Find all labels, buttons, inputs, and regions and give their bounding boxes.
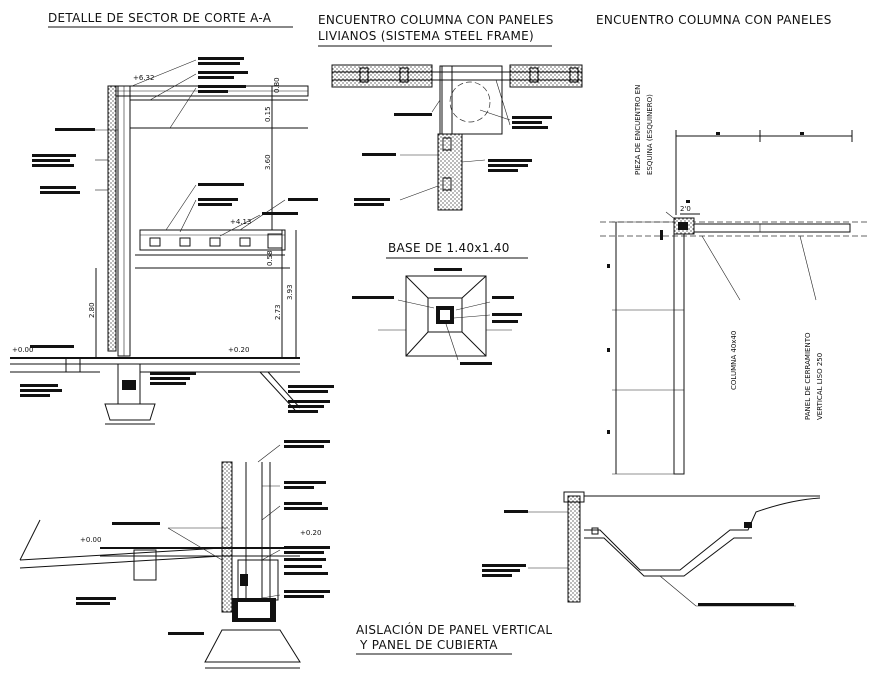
level-020-b: +0.20 <box>300 529 321 537</box>
aislacion-gutter-drawing <box>528 491 821 607</box>
level-000-b: +0.00 <box>80 536 101 544</box>
title-aislacion-b: Y PANEL DE CUBIERTA <box>359 638 498 652</box>
dim-015: 0.15 <box>264 106 272 122</box>
level-000-a: +0.00 <box>12 346 33 354</box>
title-aislacion-a: AISLACIÓN DE PANEL VERTICAL <box>356 622 552 637</box>
dim-360: 3.60 <box>264 154 272 170</box>
aislacion-wall-drawing <box>19 444 301 669</box>
dim-393: 3.93 <box>286 284 294 300</box>
dim-058: 0.58 <box>266 250 274 266</box>
encuentro-columna-labels: 2'0 PIEZA DE ENCUENTRO EN ESQUINA (ESQUI… <box>634 85 824 420</box>
titles: DETALLE DE SECTOR DE CORTE A-A ENCUENTRO… <box>48 11 832 655</box>
title-encuentro-1b: LIVIANOS (SISTEMA STEEL FRAME) <box>318 29 534 43</box>
base-notes <box>352 268 522 365</box>
aislacion-gutter-notes <box>482 510 794 606</box>
detalle-corte-notes <box>20 57 334 413</box>
level-020-a: +0.20 <box>228 346 249 354</box>
aislacion-wall-labels: +0.00 +0.20 <box>80 529 321 544</box>
encuentro-columna-drawing <box>600 130 870 475</box>
title-encuentro-2: ENCUENTRO COLUMNA CON PANELES <box>596 13 832 27</box>
title-encuentro-1a: ENCUENTRO COLUMNA CON PANELES <box>318 13 554 27</box>
level-632: +6.32 <box>133 74 154 82</box>
dim-273: 2.73 <box>274 304 282 320</box>
level-413: +4.13 <box>230 218 251 226</box>
dim-20: 2'0 <box>680 205 691 213</box>
dim-080: 0.80 <box>273 77 281 93</box>
base-drawing <box>378 275 512 361</box>
panel-label-b: VERTICAL LISO 250 <box>816 353 824 420</box>
panel-label-a: PANEL DE CERRAMIENTO <box>804 332 812 420</box>
title-base: BASE DE 1.40x1.40 <box>388 241 510 255</box>
encuentro-steelframe-notes <box>354 113 552 206</box>
aislacion-wall-notes <box>76 440 330 635</box>
dim-280: 2.80 <box>88 302 96 318</box>
detalle-corte-labels: +6.32 +4.13 +0.00 +0.20 0.80 0.15 3.60 0… <box>12 74 294 354</box>
columna-label: COLUMNA 40x40 <box>730 331 738 390</box>
encuentro-steelframe-drawing <box>331 64 583 211</box>
title-corte: DETALLE DE SECTOR DE CORTE A-A <box>48 11 272 25</box>
pieza-label-b: ESQUINA (ESQUINERO) <box>646 94 654 175</box>
pieza-label: PIEZA DE ENCUENTRO EN <box>634 85 642 175</box>
